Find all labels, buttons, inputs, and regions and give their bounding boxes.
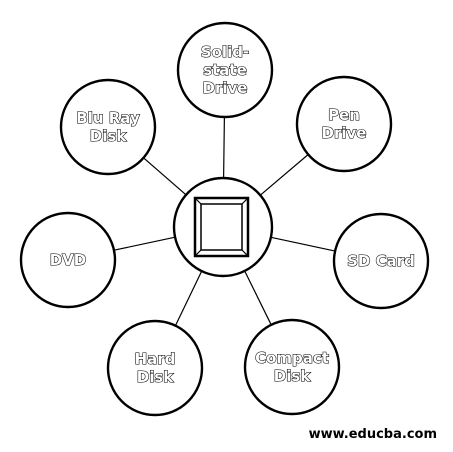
square-drive-icon	[193, 196, 250, 258]
node-label-compact-disk: Disk	[274, 367, 312, 385]
node-circle-pen-drive	[295, 75, 393, 173]
node-label-pen-drive: Pen	[328, 106, 360, 124]
node-circle-sd-card	[332, 212, 430, 310]
node-dvd: DVD	[19, 211, 117, 309]
node-label-blu-ray-disk: Blu Ray	[76, 109, 140, 127]
connectors	[113, 116, 336, 326]
connector-pen-drive	[259, 154, 309, 196]
node-circle-solid-state-drive	[176, 21, 274, 119]
node-label-hard-disk: Hard	[135, 350, 176, 368]
center-node	[172, 176, 274, 278]
node-label-compact-disk: Compact	[255, 349, 329, 367]
node-label-pen-drive: Drive	[322, 124, 367, 142]
watermark: www.educba.com	[308, 427, 437, 442]
node-label-solid-state-drive: Drive	[203, 79, 248, 97]
node-label-sd-card: SD Card	[347, 252, 415, 270]
connector-solid-state-drive	[223, 116, 225, 179]
node-label-solid-state-drive: state	[203, 61, 247, 79]
node-sd-card: SD Card	[332, 212, 430, 310]
node-circle-hard-disk	[106, 319, 204, 417]
node-label-hard-disk: Disk	[137, 368, 175, 386]
node-label-solid-state-drive: Solid-	[201, 43, 249, 61]
connector-blu-ray-disk	[143, 157, 187, 196]
node-circle-compact-disk	[243, 318, 341, 416]
connector-sd-card	[270, 236, 336, 252]
node-circle-blu-ray-disk	[59, 78, 157, 176]
node-circle-dvd	[19, 211, 117, 309]
connector-hard-disk	[174, 270, 203, 326]
connector-compact-disk	[244, 270, 272, 326]
node-label-blu-ray-disk: Disk	[90, 127, 128, 145]
node-label-dvd: DVD	[50, 251, 87, 269]
connector-dvd	[113, 236, 176, 251]
